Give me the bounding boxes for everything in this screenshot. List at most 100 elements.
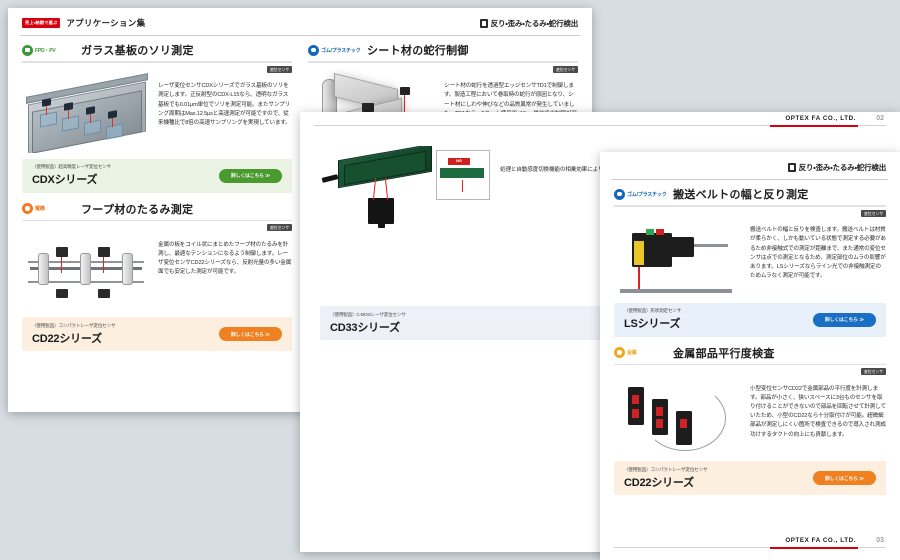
details-button[interactable]: 詳しくはこちら ≫ <box>218 168 282 183</box>
category-label: ゴム/プラスチック <box>627 191 667 198</box>
circle-icon <box>308 44 319 56</box>
category-badge-electronics: 電機 <box>22 203 76 214</box>
product-strip[interactable]: 〈使用製品〉超高精度レーザ変位センサ CDXシリーズ 詳しくはこちら ≫ <box>22 158 292 193</box>
page-sheet-3[interactable]: 反り・歪み・たるみ・蛇行検出 ゴム/プラスチック 搬送ベルトの幅と反り測定 <box>600 152 900 560</box>
product-strip[interactable]: 〈使用製品〉コンパクトレーザ変位センサ CD22シリーズ 詳しくはこちら ≫ <box>614 461 886 495</box>
product-name: LSシリーズ <box>624 318 681 330</box>
figure-conveyor-belt <box>614 211 742 297</box>
product-name: CDXシリーズ <box>32 174 98 186</box>
figure-metal-parallelism <box>614 369 742 455</box>
sensor-type-tag: 変位センサ <box>861 209 886 217</box>
card-title: 金属部品平行度検査 <box>673 347 775 360</box>
product-info: 〈使用製品〉C-MOSレーザ変位センサ CD33シリーズ <box>330 312 406 335</box>
category-badge-fpd-pv: FPD・PV <box>22 44 76 56</box>
company-name: OPTEX FA CO., LTD. <box>785 537 856 544</box>
details-button[interactable]: 詳しくはこちら ≫ <box>812 312 876 327</box>
product-name: CD33シリーズ <box>330 321 400 334</box>
sensor-type-tag: 変位センサ <box>267 224 292 231</box>
product-name: CD22シリーズ <box>624 476 694 489</box>
details-button[interactable]: 詳しくはこちら ≫ <box>218 327 282 341</box>
bookmark-icon <box>479 18 488 28</box>
divider <box>22 61 292 63</box>
details-button[interactable]: 詳しくはこちら ≫ <box>812 471 876 485</box>
footer-rule <box>314 125 886 126</box>
page-number: 03 <box>876 537 884 544</box>
product-kind: 〈使用製品〉超高精度レーザ変位センサ <box>32 164 111 169</box>
section-label: 反り・歪み・たるみ・蛇行検出 <box>490 18 579 28</box>
page1-header: 売上・納期で選ぶ アプリケーション集 反り・歪み・たるみ・蛇行検出 <box>8 8 592 38</box>
section-indicator: 反り・歪み・たるみ・蛇行検出 <box>787 162 887 173</box>
card-description: レーザ変位センサCDXシリーズでガラス基板のソリを測定します。正反射型のCDX-… <box>158 83 291 126</box>
divider <box>22 219 292 221</box>
category-label: FPD・PV <box>35 47 56 54</box>
product-strip[interactable]: 〈使用製品〉形状測定センサ LSシリーズ 詳しくはこちら ≫ <box>614 302 886 337</box>
card-title: フープ材のたるみ測定 <box>81 203 194 216</box>
product-info: 〈使用製品〉コンパクトレーザ変位センサ CD22シリーズ <box>624 466 708 490</box>
sensor-type-tag: 変位センサ <box>861 368 886 375</box>
header-ribbon-badge: 売上・納期で選ぶ <box>22 18 61 28</box>
divider <box>614 205 886 207</box>
category-badge-rubber-plastic: ゴム/プラスチック <box>308 44 362 56</box>
card-text-column: 変位センサ レーザ変位センサCDXシリーズでガラス基板のソリを測定します。正反射… <box>158 65 292 153</box>
product-strip[interactable]: 〈使用製品〉コンパクトレーザ変位センサ CD22シリーズ 詳しくはこちら ≫ <box>22 317 292 351</box>
figure-hoop-material <box>22 225 150 311</box>
product-kind: 〈使用製品〉コンパクトレーザ変位センサ <box>624 466 708 472</box>
card-header: ゴム/プラスチック シート材の蛇行制御 <box>308 42 578 61</box>
divider <box>614 363 886 365</box>
footer-rule <box>614 547 886 548</box>
card-header: ゴム/プラスチック 搬送ベルトの幅と反り測定 <box>614 186 886 205</box>
figure-glass-substrate <box>22 66 150 153</box>
bookmark-icon <box>787 162 796 172</box>
footer-accent-bar <box>770 546 858 549</box>
footer-accent-bar <box>770 124 858 127</box>
page3-header: 反り・歪み・たるみ・蛇行検出 <box>600 152 900 182</box>
card-title: 搬送ベルトの幅と反り測定 <box>673 189 809 201</box>
card-header: FPD・PV ガラス基板のソリ測定 <box>22 42 292 61</box>
category-badge-metal: 金属 <box>614 347 668 358</box>
card-header: 金属 金属部品平行度検査 <box>614 345 886 364</box>
category-badge-rubber-plastic: ゴム/プラスチック <box>614 188 668 200</box>
product-kind: 〈使用製品〉コンパクトレーザ変位センサ <box>32 322 116 328</box>
application-card-cd22[interactable]: 電機 フープ材のたるみ測定 <box>22 201 292 351</box>
figure-pcb-inspection: NG <box>320 146 492 230</box>
card-text-column: 変位センサ 金属の板をコイル状にまとめたフープ材のたるみを計測し、最適なテンショ… <box>158 224 292 311</box>
category-label: 金属 <box>627 350 637 356</box>
monitor-icon <box>22 44 33 56</box>
application-card-ls[interactable]: ゴム/プラスチック 搬送ベルトの幅と反り測定 <box>614 186 886 337</box>
card-description: 搬送ベルトの幅と反りを検査します。搬送ベルトは材質が柔らかく、しかも動いている状… <box>750 227 886 280</box>
page3-footer: OPTEX FA CO., LTD. 03 <box>614 537 886 554</box>
card-header: 電機 フープ材のたるみ測定 <box>22 201 292 220</box>
play-circle-icon <box>22 203 33 214</box>
sensor-type-tag: 変位センサ <box>267 65 292 73</box>
page2-footer: OPTEX FA CO., LTD. 02 <box>314 115 886 132</box>
product-info: 〈使用製品〉コンパクトレーザ変位センサ CD22シリーズ <box>32 322 116 346</box>
circle-icon <box>614 188 625 200</box>
card-title: シート材の蛇行制御 <box>367 45 469 57</box>
product-kind: 〈使用製品〉形状測定センサ <box>624 308 682 313</box>
company-name: OPTEX FA CO., LTD. <box>785 115 856 122</box>
product-name: CD22シリーズ <box>32 332 102 345</box>
product-info: 〈使用製品〉形状測定センサ LSシリーズ <box>624 308 681 331</box>
card-text-column: 変位センサ 小型変位センサCD22で金属部品の平行度を計測します。部品が小さく、… <box>750 368 886 455</box>
card-title: ガラス基板のソリ測定 <box>81 45 194 57</box>
card-body: 変位センサ 搬送ベルトの幅と反りを検査します。搬送ベルトは材質が柔らかく、しかも… <box>614 209 886 297</box>
page-title: アプリケーション集 <box>66 18 146 28</box>
category-label: 電機 <box>35 206 45 212</box>
sensor-type-tag: 変位センサ <box>553 65 578 73</box>
application-card-cdx[interactable]: FPD・PV ガラス基板のソリ測定 <box>22 42 292 193</box>
card-description: 小型変位センサCD22で金属部品の平行度を計測します。部品が小さく、狭いスペース… <box>750 385 886 438</box>
section-label: 反り・歪み・たるみ・蛇行検出 <box>798 162 887 172</box>
product-kind: 〈使用製品〉C-MOSレーザ変位センサ <box>330 311 406 317</box>
application-card-cd22-metal[interactable]: 金属 金属部品平行度検査 <box>614 345 886 495</box>
page3-card-grid: ゴム/プラスチック 搬送ベルトの幅と反り測定 <box>600 182 900 503</box>
card-body: 変位センサ 小型変位センサCD22で金属部品の平行度を計測します。部品が小さく、… <box>614 368 886 455</box>
divider <box>308 61 578 63</box>
card-body: 変位センサ レーザ変位センサCDXシリーズでガラス基板のソリを測定します。正反射… <box>22 65 292 153</box>
page-number: 02 <box>876 115 884 122</box>
card-text-column: 変位センサ 搬送ベルトの幅と反りを検査します。搬送ベルトは材質が柔らかく、しかも… <box>750 209 886 297</box>
product-info: 〈使用製品〉超高精度レーザ変位センサ CDXシリーズ <box>32 164 111 187</box>
section-indicator: 反り・歪み・たるみ・蛇行検出 <box>479 18 579 29</box>
card-body: 変位センサ 金属の板をコイル状にまとめたフープ材のたるみを計測し、最適なテンショ… <box>22 224 292 311</box>
category-label: ゴム/プラスチック <box>321 47 361 54</box>
